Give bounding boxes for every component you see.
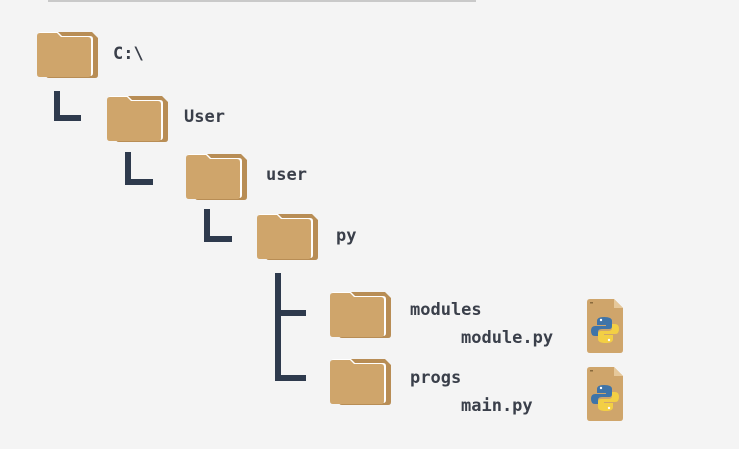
connector-user-py	[204, 209, 232, 242]
file-label-module-py: module.py	[461, 328, 554, 348]
folder-label-user-lower: user	[266, 165, 307, 185]
connector-py-children	[275, 273, 306, 381]
connector-root-user	[54, 91, 81, 121]
folder-label-user-upper: User	[184, 107, 225, 127]
folder-icon[interactable]	[185, 150, 251, 202]
folder-label-root: C:\	[113, 44, 144, 64]
python-file-icon[interactable]	[585, 366, 625, 422]
folder-icon[interactable]	[36, 28, 102, 80]
folder-label-py: py	[336, 226, 357, 246]
connector-user-user	[125, 152, 153, 185]
folder-icon[interactable]	[106, 92, 172, 144]
folder-icon[interactable]	[329, 288, 395, 340]
file-label-main-py: main.py	[461, 396, 533, 416]
top-divider	[48, 0, 476, 2]
folder-label-modules: modules	[410, 300, 482, 320]
folder-icon[interactable]	[256, 210, 322, 262]
folder-label-progs: progs	[410, 368, 462, 388]
python-file-icon[interactable]	[585, 298, 625, 354]
folder-icon[interactable]	[329, 355, 395, 407]
